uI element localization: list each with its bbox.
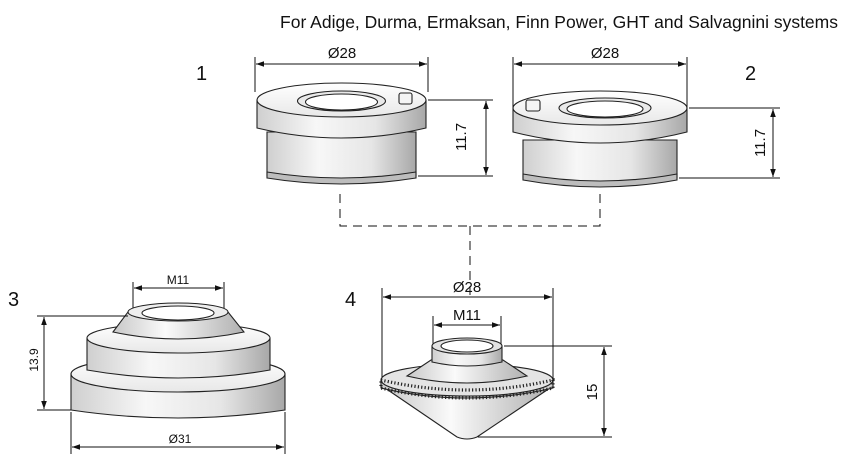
part-2-height-label: 11.7	[752, 129, 769, 157]
dashed-connector	[339, 194, 601, 300]
part-2-diameter-dimension: Ø28	[512, 45, 688, 108]
part-3-diameter-dimension: Ø31	[70, 412, 286, 454]
part-3-thread-dimension: M11	[132, 273, 225, 312]
part-4-diameter-label: Ø28	[453, 279, 481, 296]
part-4-diameter-dimension: Ø28	[381, 279, 554, 382]
part-2-number: 2	[745, 63, 756, 85]
part-4-body	[379, 337, 555, 440]
part-4-number: 4	[345, 289, 356, 311]
part-3-number: 3	[8, 289, 19, 311]
part-1-diameter-dimension: Ø28	[254, 45, 429, 92]
part-1-height-dimension: 11.7	[418, 99, 493, 177]
part-3-diameter-label: Ø31	[169, 432, 192, 446]
part-3-height-dimension: 13.9	[27, 315, 128, 411]
part-2-diameter-label: Ø28	[591, 45, 619, 62]
part-1-body	[256, 82, 427, 185]
part-1: 1 Ø28 11.7	[196, 45, 493, 185]
part-4-thread-dimension: M11	[432, 307, 502, 348]
part-2-body	[512, 90, 688, 188]
part-1-diameter-label: Ø28	[328, 45, 356, 62]
part-1-height-label: 11.7	[453, 123, 470, 151]
part-1-number: 1	[196, 63, 207, 85]
part-3-height-label: 13.9	[27, 348, 41, 372]
part-2-height-dimension: 11.7	[679, 107, 780, 179]
part-4-height-label: 15	[584, 384, 601, 401]
part-2: 2 Ø28 11.7	[512, 45, 780, 188]
part-4: 4 Ø28 M11	[345, 279, 612, 440]
part-4-thread-label: M11	[453, 307, 481, 324]
part-4-height-dimension: 15	[478, 345, 612, 438]
part-3: 3 M11 13.9 Ø31	[8, 273, 286, 454]
part-3-thread-label: M11	[167, 273, 190, 287]
part-3-body	[70, 302, 286, 419]
page-title: For Adige, Durma, Ermaksan, Finn Power, …	[280, 12, 838, 32]
